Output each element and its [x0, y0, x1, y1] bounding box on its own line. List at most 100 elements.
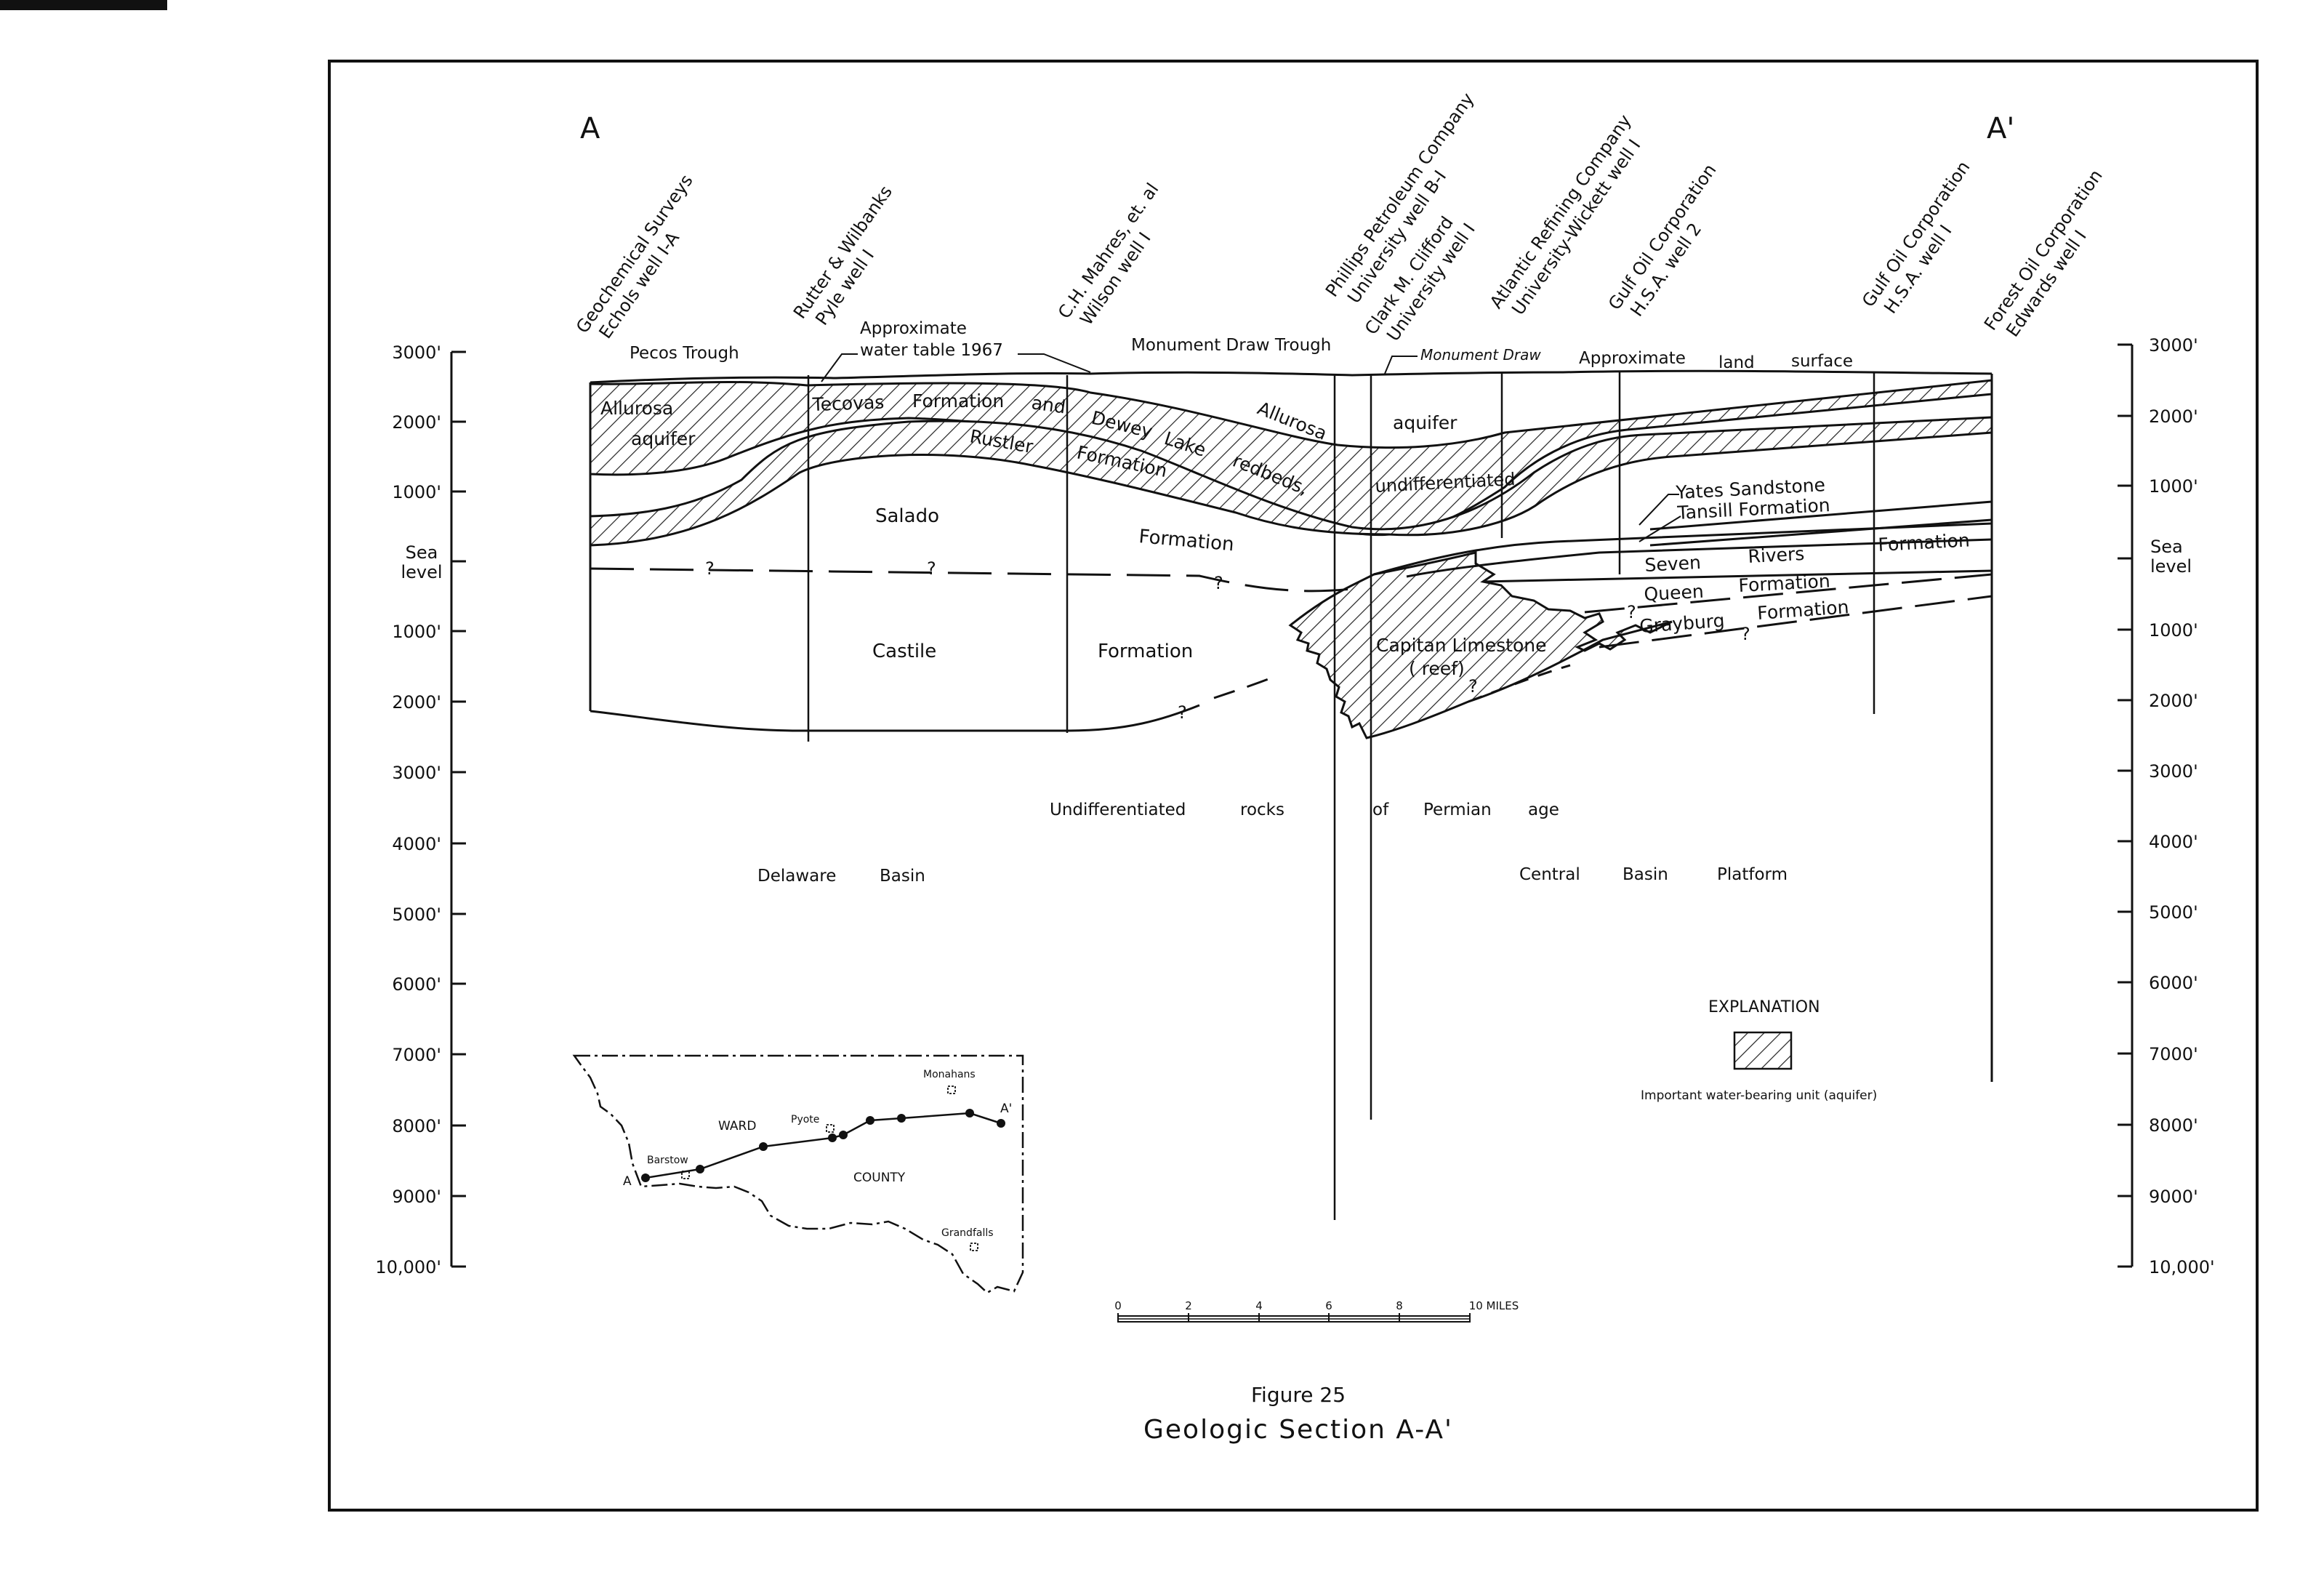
reef-label: ( reef) [1409, 658, 1465, 679]
depth-tick-label: 7000' [2149, 1044, 2198, 1064]
approx-water-table-label: water table 1967 [860, 341, 1003, 360]
depth-tick-label: 3000' [392, 763, 441, 783]
well-point [828, 1133, 837, 1142]
scale-tick-label: 6 [1325, 1299, 1332, 1312]
formation-contacts [589, 369, 1993, 1082]
depth-tick-label: 2000' [392, 412, 441, 433]
grandfalls-label: Grandfalls [941, 1227, 994, 1239]
question-mark: ? [1214, 573, 1223, 593]
approx-land-surface-label: land [1718, 353, 1755, 372]
figure-frame [328, 60, 2259, 1512]
queen-label: Queen [1644, 581, 1705, 605]
queen-label: Formation [1738, 570, 1831, 596]
well-lines [807, 372, 1875, 1220]
seven-rivers-label: Seven [1644, 552, 1702, 576]
scale-tick-label: 8 [1396, 1299, 1403, 1312]
delaware-basin-label: Delaware [757, 867, 836, 886]
scale-tick-label: 2 [1185, 1299, 1192, 1312]
inset-map: WARD COUNTY Pyote Monahans Barstow Grand… [572, 1054, 1024, 1294]
depth-tick-label: 1000' [2149, 620, 2198, 641]
seven-rivers-formation-label: Formation [1878, 529, 1971, 555]
tecovas-label: Tecovas [811, 392, 885, 415]
depth-tick-label: 1000' [392, 482, 441, 502]
pyote-label: Pyote [791, 1114, 819, 1125]
undiff-rocks-label: Permian [1423, 800, 1492, 819]
monument-draw-label: Monument Draw [1420, 346, 1541, 364]
depth-tick-label: level [2150, 556, 2192, 577]
well-point [641, 1173, 650, 1182]
aquifer-legend-label: Important water-bearing unit (aquifer) [1641, 1088, 1877, 1103]
depth-tick-label: 3000' [2149, 761, 2198, 782]
undiff-rocks-label: of [1372, 800, 1389, 819]
county-boundary [572, 1054, 1024, 1294]
figure-number: Figure 25 [1251, 1383, 1346, 1407]
inset-a-label: A [623, 1174, 632, 1189]
scan-edge-mark [0, 0, 167, 10]
depth-tick-label: 8000' [392, 1116, 441, 1136]
well-point [696, 1165, 704, 1173]
central-basin-platform-label: Platform [1717, 865, 1788, 884]
scale-tick-label: 4 [1255, 1299, 1263, 1312]
allurosa-aquifer-label: aquifer [631, 428, 696, 449]
well-point [897, 1114, 906, 1123]
town-markers [681, 1086, 978, 1251]
depth-tick-label: 1000' [2149, 476, 2198, 497]
section-label-a-prime: A' [1987, 112, 2014, 145]
depth-tick-label: 4000' [392, 834, 441, 854]
depth-tick-label: 5000' [392, 904, 441, 925]
depth-tick-label: 2000' [2149, 691, 2198, 711]
well-point [997, 1119, 1005, 1128]
depth-tick-label: 2000' [2149, 406, 2198, 427]
well-labels: Geochemical Surveys Echols well I-A Rutt… [572, 89, 2107, 345]
depth-tick-label: level [401, 562, 442, 582]
tecovas-label: and [1030, 392, 1067, 417]
salado-label: Salado [875, 505, 939, 527]
town-marker [681, 1171, 690, 1179]
section-label-a: A [580, 112, 600, 145]
seven-rivers-label: Rivers [1748, 543, 1805, 567]
well-point [759, 1142, 768, 1151]
ward-label: WARD [718, 1119, 756, 1133]
question-mark: ? [1741, 624, 1750, 644]
castile-formation-label: Formation [1098, 641, 1193, 662]
depth-tick-label: 7000' [392, 1045, 441, 1065]
pecos-trough-label: Pecos Trough [630, 344, 739, 363]
depth-axis-right [2118, 343, 2134, 1268]
depth-tick-label: 10,000' [375, 1257, 441, 1277]
question-mark: ? [1468, 676, 1478, 697]
depth-tick-label: 9000' [392, 1187, 441, 1207]
depth-tick-label: 3000' [2149, 335, 2198, 356]
well-point [839, 1131, 848, 1139]
aquifer-swatch [1733, 1031, 1793, 1070]
depth-axis-left [450, 350, 466, 1268]
approx-land-surface-label: Approximate [1579, 349, 1686, 368]
undiff-rocks-label: age [1528, 800, 1559, 819]
town-marker [826, 1124, 835, 1133]
explanation-title: EXPLANATION [1708, 998, 1820, 1016]
explanation-legend: EXPLANATION Important water-bearing unit… [1641, 998, 1877, 1103]
well-label: Phillips Petroleum Company [1322, 89, 1478, 301]
castile-label: Castile [872, 641, 936, 662]
monument-draw-trough-label: Monument Draw Trough [1131, 336, 1331, 355]
depth-tick-label: Sea [2150, 537, 2183, 557]
depth-tick-label: 9000' [2149, 1187, 2198, 1207]
central-basin-platform-label: Central [1519, 865, 1580, 884]
well-label: Geochemical Surveys [572, 171, 697, 337]
depth-axis-right-labels: 3000' 2000' 1000' Sea level 1000' 2000' … [2149, 335, 2215, 1277]
well-point [866, 1116, 874, 1125]
leader-lines [821, 353, 1681, 542]
allurosa-aquifer-unit [589, 379, 1993, 537]
depth-tick-label: 8000' [2149, 1115, 2198, 1136]
town-marker [970, 1243, 978, 1251]
approx-water-table-label: Approximate [860, 319, 967, 338]
question-mark: ? [705, 558, 715, 579]
allurosa-aquifer-undiff-label: aquifer [1393, 412, 1457, 433]
well-label: Forest Oil Corporation [1980, 166, 2107, 334]
monahans-label: Monahans [923, 1069, 976, 1080]
depth-tick-label: 3000' [392, 342, 441, 363]
county-label: COUNTY [853, 1171, 906, 1185]
depth-tick-label: 4000' [2149, 832, 2198, 852]
tecovas-label: Formation [912, 390, 1004, 412]
inset-a-prime-label: A' [1000, 1101, 1012, 1116]
central-basin-platform-label: Basin [1623, 865, 1668, 884]
